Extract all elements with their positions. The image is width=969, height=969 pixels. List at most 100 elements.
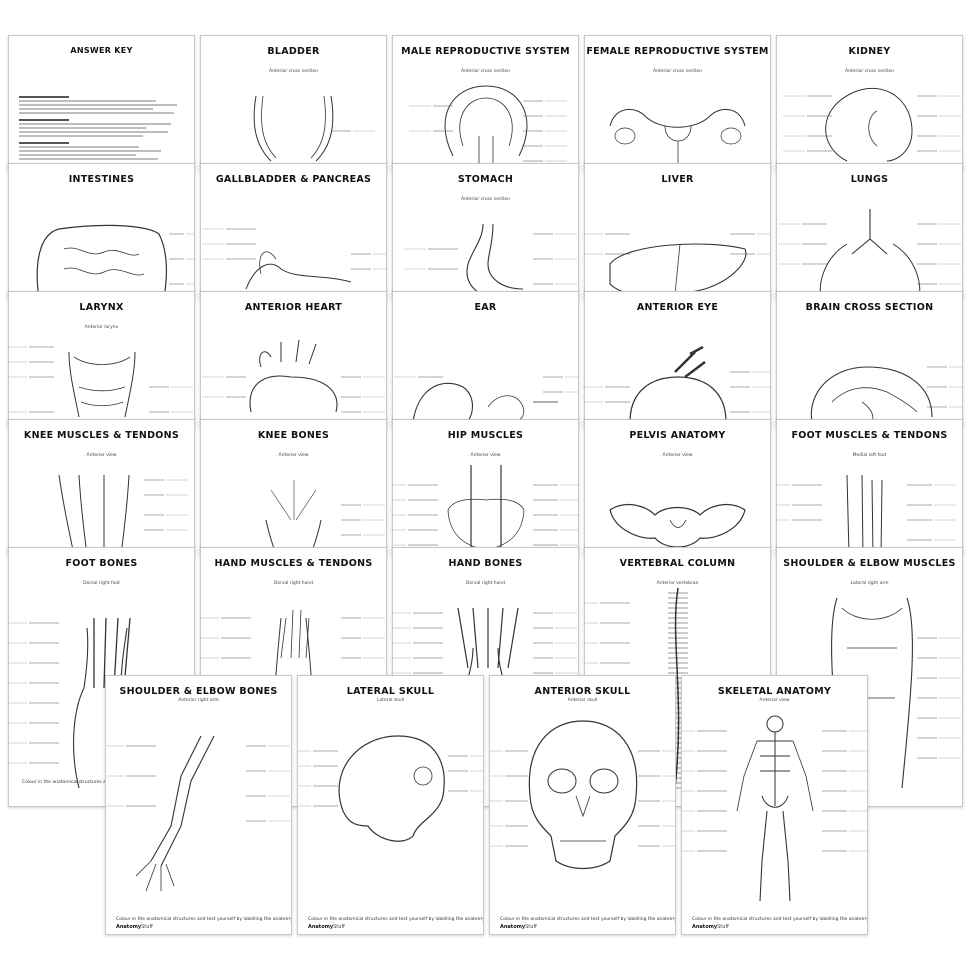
- sheet-instructions: Colour in the anatomical structures and …: [308, 917, 484, 922]
- skull-outline: [766, 715, 784, 733]
- sheet-title: LATERAL SKULL: [346, 686, 435, 697]
- worksheet-answer-key[interactable]: ANSWER KEY: [8, 35, 195, 172]
- sheet-title: VERTEBRAL COLUMN: [619, 558, 736, 569]
- leg-skeleton: [759, 810, 791, 902]
- sheet-subtitle: Dorsal right foot: [83, 581, 120, 586]
- sheet-title: INTESTINES: [68, 174, 135, 185]
- worksheet-bladder[interactable]: BLADDER Anterior cross section: [200, 35, 387, 172]
- great-vessels-outline: [259, 339, 317, 368]
- worksheet-anterior-heart[interactable]: ANTERIOR HEART: [200, 291, 387, 428]
- brain-folds: [831, 387, 918, 423]
- gallbladder-outline: [259, 251, 277, 275]
- worksheet-liver[interactable]: LIVER: [584, 163, 771, 300]
- sheet-title: LARYNX: [79, 302, 124, 313]
- worksheet-gallbladder-pancreas[interactable]: GALLBLADDER & PANCREAS: [200, 163, 387, 300]
- sheet-subtitle: Anterior view: [470, 453, 501, 458]
- sheet-title: SHOULDER & ELBOW MUSCLES: [783, 558, 956, 569]
- sheet-title: EAR: [474, 302, 497, 313]
- anatomy-illustration: [777, 474, 956, 555]
- worksheet-stomach[interactable]: STOMACH Anterior cross section: [392, 163, 579, 300]
- anatomy-illustration: [409, 85, 567, 171]
- finger-bones: [497, 607, 504, 669]
- worksheet-brain-cross-section[interactable]: BRAIN CROSS SECTION: [776, 291, 963, 428]
- hand-fingers-outline: [135, 860, 175, 892]
- pelvis-outline: [609, 503, 746, 548]
- toe-bones: [103, 617, 107, 689]
- sheet-title: GALLBLADDER & PANCREAS: [215, 174, 372, 185]
- arm-bone-outline: [150, 735, 215, 867]
- eyeball-outline: [629, 376, 727, 423]
- larynx-outline: [68, 351, 136, 418]
- sheet-title: ANSWER KEY: [70, 46, 133, 55]
- sheet-subtitle: Lateral skull: [376, 698, 405, 703]
- sheet-title: ANTERIOR EYE: [636, 302, 719, 313]
- anatomy-illustration: [253, 95, 375, 162]
- sheet-subtitle: Anterior cross section: [653, 69, 702, 74]
- finger-bones: [507, 607, 519, 669]
- anatomystuff-logo: AnatomyStuff: [308, 924, 345, 930]
- partial-instructions: Colour in the anatomical structures and …: [22, 780, 129, 785]
- ligament-lines: [270, 480, 317, 521]
- sheet-title: SHOULDER & ELBOW BONES: [119, 686, 278, 697]
- small-intestine-loops: [63, 247, 145, 276]
- sheet-instructions: Colour in the anatomical structures and …: [692, 917, 868, 922]
- sheet-title: STOMACH: [457, 174, 514, 185]
- sheet-title: HAND BONES: [448, 558, 523, 569]
- worksheet-lungs[interactable]: LUNGS: [776, 163, 963, 300]
- sheet-title: HAND MUSCLES & TENDONS: [214, 558, 373, 569]
- brain-outline: [810, 366, 933, 423]
- anatomystuff-logo: AnatomyStuff: [500, 924, 537, 930]
- sheet-subtitle: Lateral right arm: [850, 581, 889, 586]
- male-organ-outline: [444, 85, 528, 157]
- sheet-subtitle: Anterior cross section: [269, 69, 318, 74]
- orbit-outline: [413, 766, 433, 786]
- worksheet-anterior-eye[interactable]: ANTERIOR EYE: [584, 291, 771, 428]
- bladder-wall-outline: [253, 95, 334, 162]
- sheet-title: MALE REPRODUCTIVE SYSTEM: [401, 46, 570, 57]
- ovary-right: [720, 127, 742, 145]
- sheet-title: HIP MUSCLES: [447, 430, 524, 441]
- male-inner-outline: [459, 97, 513, 147]
- anterior-skull-outline: [528, 720, 638, 870]
- sheet-title: BRAIN CROSS SECTION: [805, 302, 934, 313]
- sheet-subtitle: Dorsal right hand: [465, 581, 506, 586]
- sheet-instructions: Colour in the anatomical structures and …: [116, 917, 292, 922]
- arm-skeleton: [736, 740, 814, 812]
- anatomy-illustration: [490, 720, 675, 870]
- colon-outline: [36, 224, 168, 299]
- worksheet-intestines[interactable]: INTESTINES: [8, 163, 195, 300]
- anatomy-illustration: [393, 465, 578, 555]
- sheet-title: LUNGS: [850, 174, 889, 185]
- hip-muscle-mass: [447, 498, 525, 551]
- hip-spine-outline: [470, 465, 502, 555]
- sheet-subtitle: Anterior view: [759, 698, 790, 703]
- sheet-subtitle: Anterior view: [278, 453, 309, 458]
- answer-key-text-block: [19, 91, 184, 171]
- sheet-title: BLADDER: [267, 46, 320, 57]
- sheet-subtitle: Anterior skull: [567, 698, 598, 703]
- worksheet-ear[interactable]: EAR: [392, 291, 579, 428]
- worksheet-female-reproductive-system[interactable]: FEMALE REPRODUCTIVE SYSTEM Anterior cross…: [584, 35, 771, 172]
- worksheet-hip-muscles[interactable]: HIP MUSCLES Anterior view: [392, 419, 579, 556]
- torso-skeleton: [757, 732, 793, 808]
- stomach-outline: [466, 223, 524, 299]
- finger-bones: [457, 607, 469, 669]
- anatomystuff-logo: AnatomyStuff: [692, 924, 729, 930]
- pancreas-outline: [245, 263, 352, 290]
- anatomy-illustration: [106, 735, 290, 892]
- sheet-title: FEMALE REPRODUCTIVE SYSTEM: [586, 46, 769, 57]
- uterus-tubes-outline: [609, 108, 746, 128]
- ovary-left: [614, 127, 636, 145]
- sheet-subtitle: Anterior cross section: [461, 197, 510, 202]
